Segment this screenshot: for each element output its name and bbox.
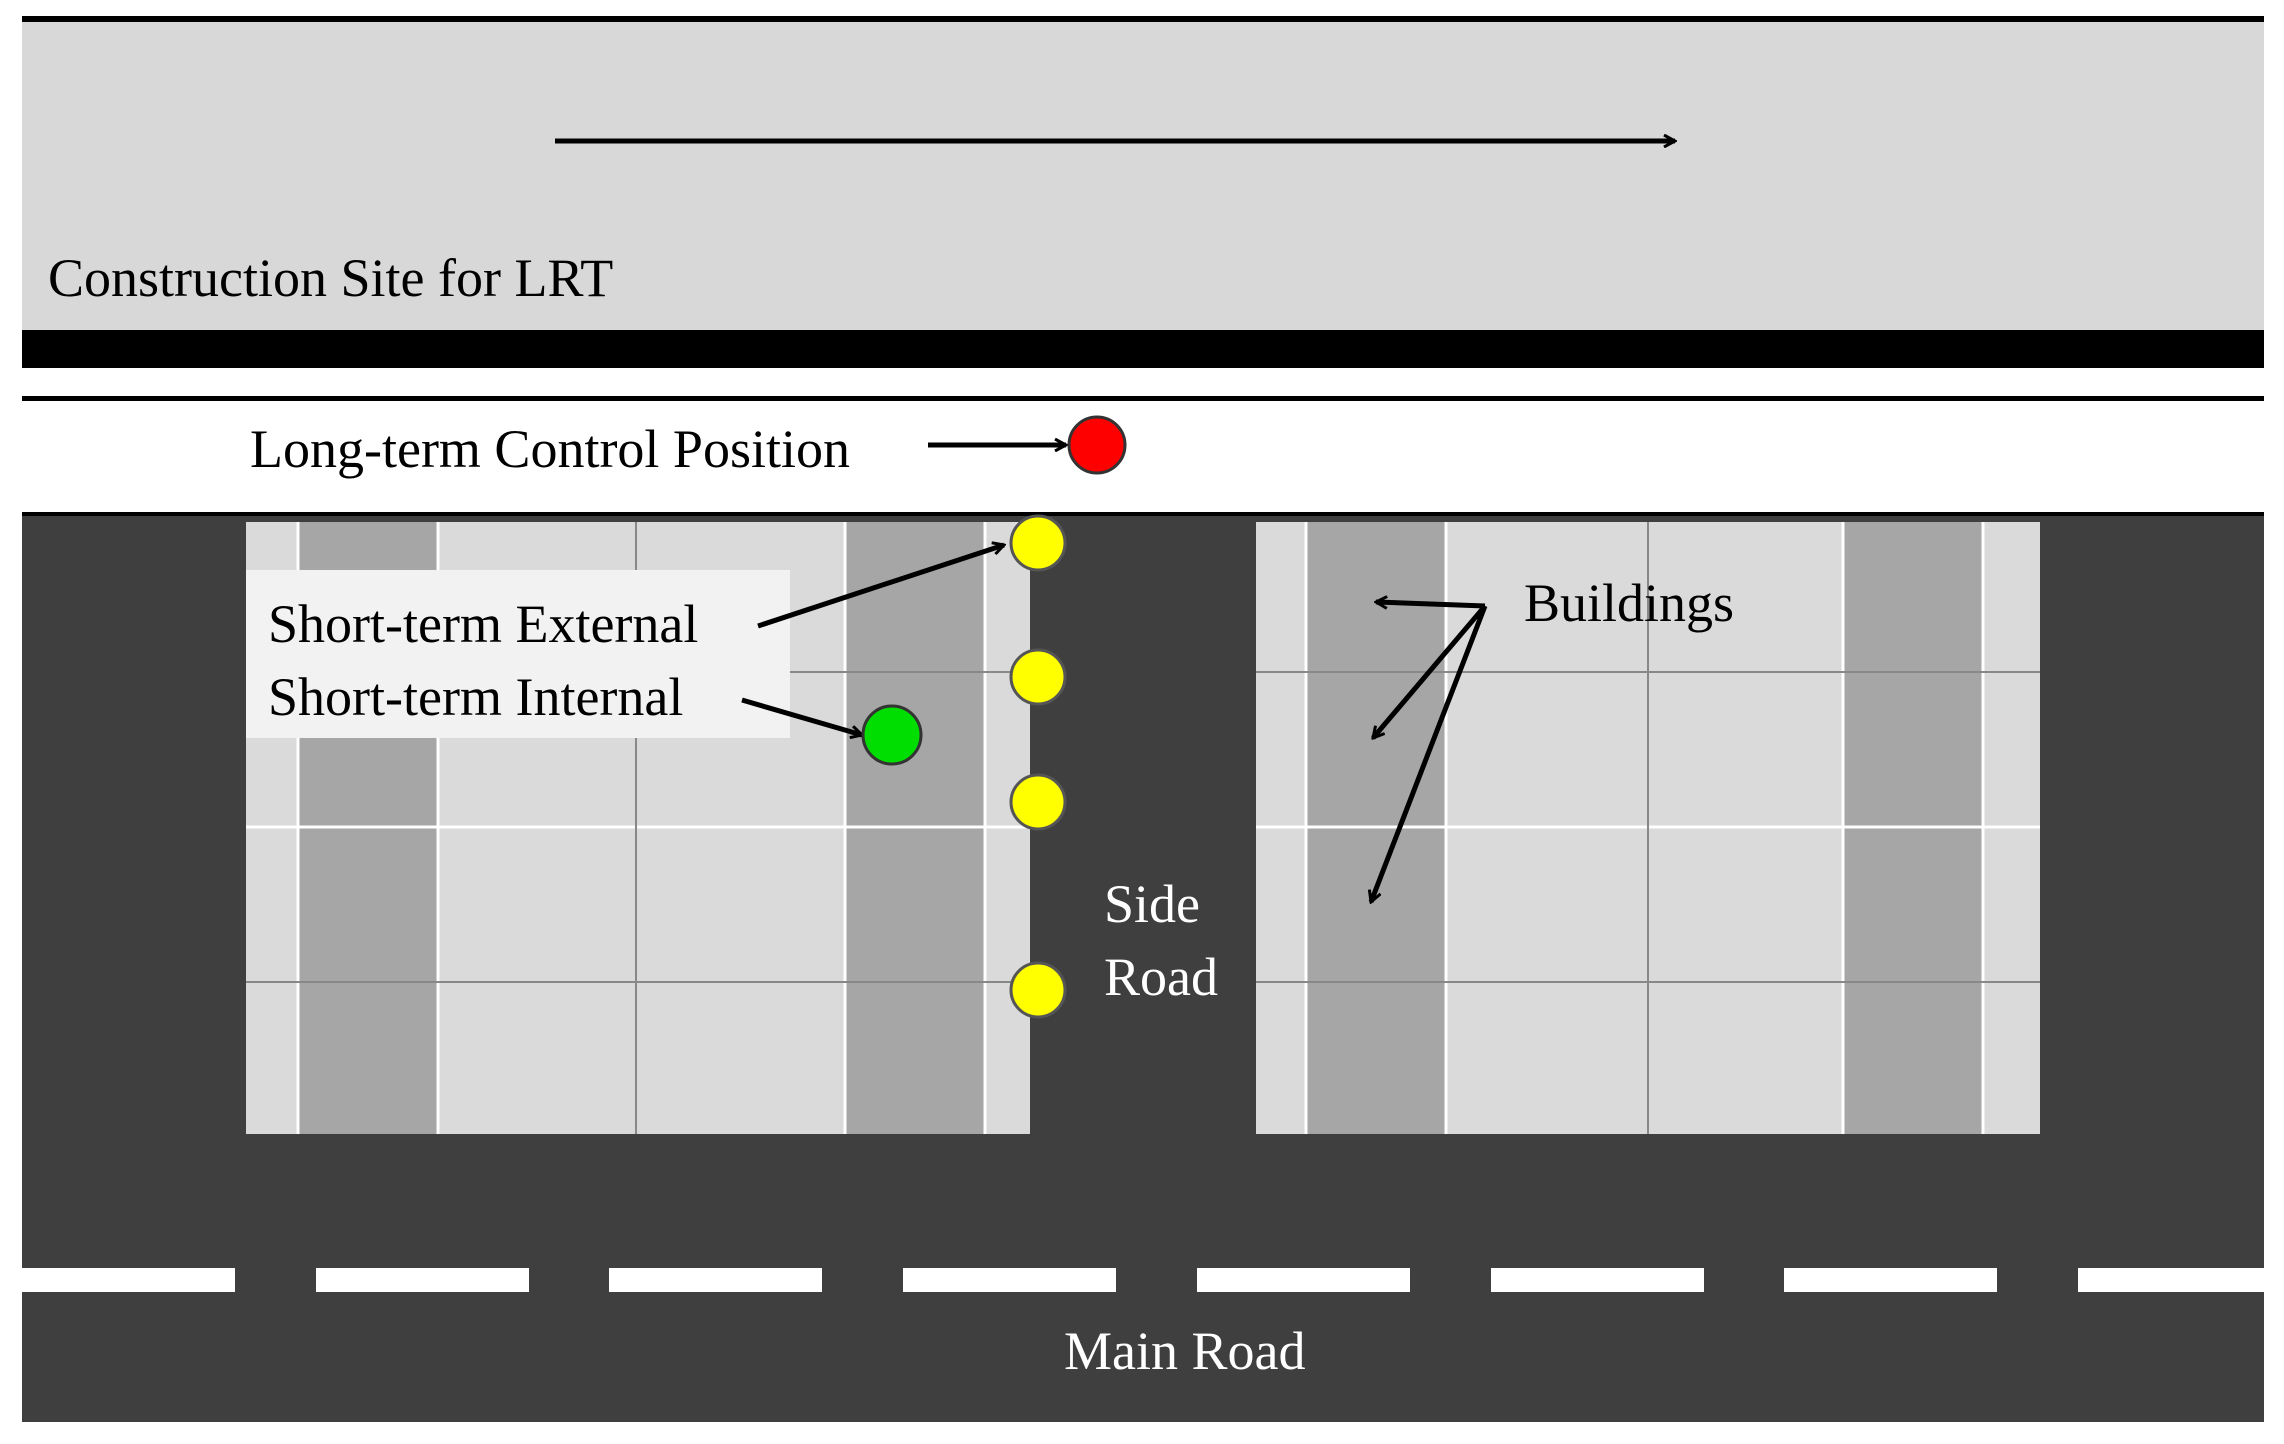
- buildings-label: Buildings: [1524, 573, 1734, 633]
- buildings-callout: Buildings: [1371, 573, 1734, 902]
- construction-site-label: Construction Site for LRT: [48, 248, 613, 308]
- short-term-legend: Short-term External Short-term Internal: [246, 545, 1004, 738]
- short-term-external-marker: [1009, 514, 1067, 572]
- construction-site-top-border: [22, 16, 2264, 22]
- short-term-external-markers: [1009, 514, 1067, 1019]
- construction-site-area: [22, 20, 2264, 332]
- buildings-arrow: [1376, 602, 1486, 606]
- lane-dash: [1197, 1268, 1410, 1292]
- side-road-label-line1: Side: [1104, 874, 1200, 934]
- lane-dash: [903, 1268, 1116, 1292]
- construction-site: Construction Site for LRT: [22, 16, 2264, 368]
- short-term-external-arrow: [757, 545, 1004, 629]
- long-term-label: Long-term Control Position: [250, 419, 850, 479]
- lane-dash: [609, 1268, 822, 1292]
- short-term-internal-arrow: [741, 697, 862, 735]
- lane-dash: [316, 1268, 529, 1292]
- buildings-arrow: [1371, 605, 1488, 902]
- short-term-external-marker: [1009, 648, 1067, 706]
- short-term-label-box: [246, 570, 790, 738]
- lane-dash: [1491, 1268, 1704, 1292]
- long-term-marker: [1067, 415, 1127, 475]
- short-term-external-marker: [1009, 961, 1067, 1019]
- main-road-label: Main Road: [1064, 1321, 1305, 1381]
- road-top-edge: [22, 512, 2264, 516]
- lane-dash: [22, 1268, 235, 1292]
- separator-line: [22, 396, 2264, 401]
- buildings-arrow: [1373, 604, 1487, 738]
- short-term-internal-label: Short-term Internal: [268, 667, 683, 727]
- long-term-control: Long-term Control Position: [250, 415, 1127, 479]
- right-block-grid-gray: [1256, 522, 2040, 1134]
- short-term-external-marker: [1009, 773, 1067, 831]
- lane-dash: [1784, 1268, 1997, 1292]
- right-block: [1256, 522, 2040, 1134]
- construction-site-bottom-barrier: [22, 330, 2264, 368]
- lane-dash: [2078, 1268, 2264, 1292]
- lane-dashes: [22, 1268, 2264, 1292]
- short-term-internal-marker: [861, 704, 923, 766]
- side-road-label-line2: Road: [1104, 947, 1218, 1007]
- short-term-external-label: Short-term External: [268, 594, 698, 654]
